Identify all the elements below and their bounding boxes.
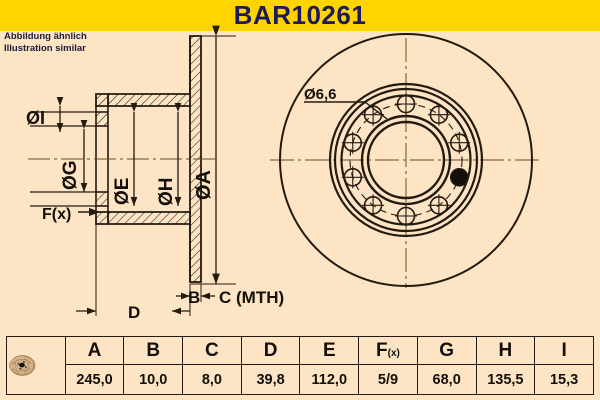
table-header-d: D bbox=[240, 336, 301, 365]
bolt-hole-centermark bbox=[448, 131, 471, 154]
dimension-dia-g: ØG bbox=[60, 119, 88, 192]
label-hole-diameter: Ø6,6 bbox=[304, 86, 337, 103]
table-value-e: 112,0 bbox=[299, 364, 360, 395]
table-value-h: 135,5 bbox=[475, 364, 536, 395]
label-dia-i: ØI bbox=[26, 108, 45, 128]
title-banner bbox=[0, 0, 600, 31]
label-b: B bbox=[188, 288, 200, 307]
product-thumbnail-cell bbox=[6, 336, 66, 395]
bolt-hole-centermark bbox=[362, 194, 385, 217]
table-header-g: G bbox=[416, 336, 477, 365]
note-line-de: Abbildung ähnlich bbox=[4, 31, 87, 42]
table-value-row: 245,0 10,0 8,0 39,8 112,0 5/9 68,0 135,5… bbox=[7, 364, 594, 395]
callout-hole-diameter: Ø6,6 bbox=[304, 86, 388, 120]
label-dia-h: ØH bbox=[156, 178, 177, 207]
dimension-dia-a: ØA bbox=[190, 25, 236, 285]
hat-ring-mid bbox=[333, 87, 479, 233]
bolt-hole-centermark bbox=[427, 194, 450, 217]
bolt-hole-centermark bbox=[395, 93, 417, 115]
face-view: Ø6,6 bbox=[270, 33, 542, 288]
table-value-b: 10,0 bbox=[123, 364, 184, 395]
table-header-row: A B C D E F(x) G H I bbox=[6, 336, 594, 395]
table-header-i: I bbox=[534, 336, 594, 365]
table-header-e: E bbox=[299, 336, 360, 365]
label-fx-leader: F(x) bbox=[42, 206, 100, 223]
hat-profile-lower bbox=[95, 159, 191, 282]
illustration-note: Abbildung ähnlich Illustration similar bbox=[4, 31, 87, 54]
table-header-fx: F(x) bbox=[358, 336, 418, 365]
table-value-i: 15,3 bbox=[534, 364, 594, 395]
table-value-c: 8,0 bbox=[182, 364, 242, 395]
bolt-hole-centermark bbox=[341, 131, 364, 154]
table-header-h: H bbox=[475, 336, 536, 365]
label-dia-e: ØE bbox=[112, 178, 133, 205]
table-value-g: 68,0 bbox=[416, 364, 477, 395]
dimension-dia-e: ØE bbox=[112, 102, 138, 206]
page-title: BAR10261 bbox=[233, 0, 367, 30]
label-dia-a: ØA bbox=[193, 170, 215, 200]
table-value-d: 39,8 bbox=[240, 364, 301, 395]
dimension-dia-h: ØH bbox=[156, 102, 182, 207]
center-bore-inner bbox=[366, 120, 446, 200]
label-fx: F(x) bbox=[42, 206, 71, 223]
center-bore-outer bbox=[360, 114, 452, 206]
fx-main: F bbox=[376, 339, 388, 361]
table-value-a: 245,0 bbox=[64, 364, 125, 395]
label-d: D bbox=[128, 303, 140, 322]
table-value-fx: 5/9 bbox=[358, 364, 418, 395]
hat-ring-outer bbox=[328, 82, 484, 238]
table-header-a: A bbox=[64, 336, 125, 365]
dimension-table: A B C D E F(x) G H I 245,0 10,0 8,0 39,8… bbox=[6, 336, 594, 395]
label-c: C (MTH) bbox=[219, 288, 284, 307]
brake-disc-photo bbox=[9, 355, 36, 376]
bolt-hole-centermark bbox=[395, 205, 417, 227]
dimension-bottom-group: B C (MTH) D bbox=[76, 224, 284, 322]
fx-sub: (x) bbox=[387, 347, 400, 359]
hat-profile-upper bbox=[95, 36, 191, 159]
bolt-hole-centermark bbox=[427, 103, 450, 126]
rotor-outer-circle bbox=[279, 33, 533, 287]
bolt-hole-centermark bbox=[341, 166, 364, 189]
dimension-dia-i: ØI bbox=[26, 96, 64, 132]
cross-section-view: ØI ØG ØE ØH ØA bbox=[26, 25, 284, 322]
table-header-c: C bbox=[182, 336, 242, 365]
label-dia-g: ØG bbox=[60, 160, 81, 190]
bolt-hole-highlighted bbox=[449, 168, 469, 187]
table-header-b: B bbox=[123, 336, 184, 365]
note-line-en: Illustration similar bbox=[4, 42, 86, 54]
